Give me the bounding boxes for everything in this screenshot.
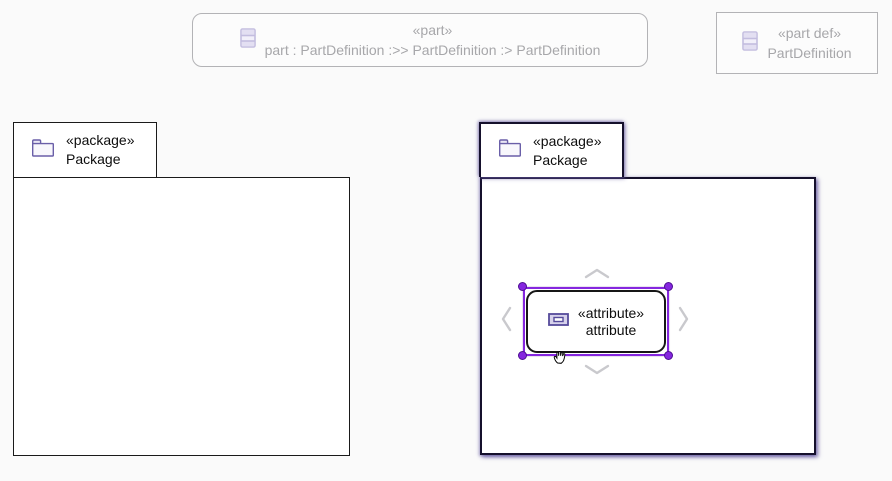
attribute-selection-rect[interactable] (523, 287, 669, 356)
package-right-stereotype: «package» (533, 132, 602, 149)
folder-icon (498, 139, 522, 162)
ghost-part-def-node: «part def» PartDefinition (716, 12, 878, 74)
arrow-left-icon[interactable] (501, 306, 512, 337)
selection-handle-se[interactable] (664, 351, 673, 360)
package-left-tab[interactable]: «package» Package (13, 122, 157, 177)
package-left-body[interactable] (13, 177, 350, 456)
attribute-node[interactable]: «attribute» attribute (526, 290, 666, 353)
arrow-down-icon[interactable] (584, 362, 610, 380)
package-right-name: Package (533, 151, 588, 168)
package-right-tab[interactable]: «package» Package (479, 122, 624, 177)
folder-icon (31, 138, 55, 162)
arrow-up-icon[interactable] (584, 266, 610, 284)
package-left-name: Package (66, 151, 121, 167)
selection-handle-sw[interactable] (518, 351, 527, 360)
selection-handle-ne[interactable] (664, 282, 673, 291)
ghost-part-stereotype: «part» (412, 22, 453, 38)
ghost-part-label: part : PartDefinition :>> PartDefinition… (264, 42, 601, 58)
attribute-stereotype: «attribute» (577, 304, 645, 321)
package-left-stereotype: «package» (66, 132, 135, 148)
arrow-right-icon[interactable] (678, 306, 689, 337)
ghost-part-def-stereotype: «part def» (777, 25, 842, 41)
selection-handle-nw[interactable] (518, 282, 527, 291)
attribute-name: attribute (585, 321, 637, 338)
part-def-compartment-icon (742, 30, 759, 56)
part-compartment-icon (239, 27, 256, 53)
ghost-part-def-label: PartDefinition (767, 45, 852, 61)
hand-cursor-icon (551, 344, 570, 370)
attribute-icon (548, 312, 569, 331)
ghost-part-usage-node: «part» part : PartDefinition :>> PartDef… (192, 13, 648, 67)
